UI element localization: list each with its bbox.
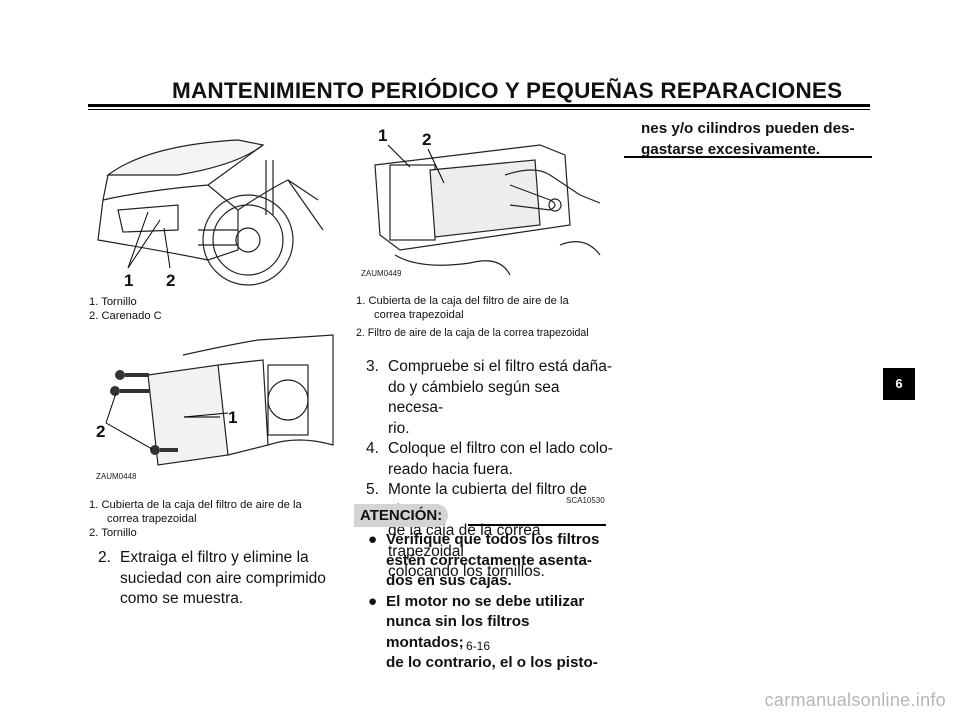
fig1-caption: 1. Tornillo 2. Carenado C: [89, 295, 162, 323]
step-3-line-2: do y cámbielo según sea necesa-: [388, 378, 560, 417]
bullet-1-line-3: dos en sus cajas.: [386, 572, 512, 589]
fig2-caption-1-cont: correa trapezoidal: [107, 513, 197, 525]
fig2-callout-2: 2: [96, 422, 105, 441]
notice-code: SCA10530: [566, 496, 605, 505]
figure-filter-cover: 2 1: [96, 334, 334, 466]
col3-end-rule: [624, 156, 872, 158]
step-4-line-2: reado hacia fuera.: [388, 460, 513, 478]
fig3-caption-1: 1. Cubierta de la caja del filtro de air…: [356, 295, 569, 307]
fig3-callout-2: 2: [422, 130, 431, 149]
step-2-line-1: Extraiga el filtro y elimine la: [120, 549, 309, 566]
fig1-callout-2: 2: [166, 271, 175, 290]
figure-air-filter: 1 2: [374, 126, 601, 276]
fig1-caption-2: 2. Carenado C: [89, 310, 162, 322]
bullet-icon: ●: [368, 592, 378, 610]
notice-badge: ATENCIÓN:: [354, 504, 448, 527]
fig2-caption: 1. Cubierta de la caja del filtro de air…: [89, 498, 339, 540]
chapter-tab: 6: [883, 368, 915, 400]
watermark: carmanualsonline.info: [764, 690, 946, 710]
step-5-number: 5.: [366, 481, 379, 498]
step-2-number: 2.: [98, 549, 111, 566]
bullet-2-line-1: El motor no se debe utilizar: [386, 592, 585, 610]
fig2-caption-1: 1. Cubierta de la caja del filtro de air…: [89, 499, 302, 511]
bullet-1-line-2: estén correctamente asenta-: [386, 551, 592, 569]
fig2-callout-1: 1: [228, 408, 237, 427]
step-4-line-1: Coloque el filtro con el lado colo-: [388, 440, 613, 457]
header-rule-thick: [88, 104, 870, 107]
fig3-callout-1: 1: [378, 126, 387, 145]
bullet-2-line-3: de lo contrario, el o los pisto-: [386, 654, 598, 671]
col3-line-2: gastarse excesivamente.: [641, 140, 820, 158]
header-rule-thin: [88, 109, 870, 110]
fig2-image-code: ZAUM0448: [96, 472, 137, 481]
col3-line-1: nes y/o cilindros pueden des-: [641, 120, 855, 137]
bullet-2-line-2: nunca sin los filtros montados;: [386, 613, 530, 651]
col3-continuation: nes y/o cilindros pueden des- gastarse e…: [641, 119, 873, 160]
step-2: 2. Extraiga el filtro y elimine la sucied…: [98, 548, 340, 610]
notice-bullets: ● Verifique que todos los filtros estén c…: [368, 530, 608, 674]
page-number: 6-16: [466, 639, 491, 653]
step-3-number: 3.: [366, 358, 379, 375]
figure-scooter-side: 1 2: [97, 139, 324, 290]
fig1-caption-1: 1. Tornillo: [89, 296, 137, 308]
fig3-caption-2: 2. Filtro de aire de la caja de la corre…: [356, 327, 589, 339]
step-3-line-1: Compruebe si el filtro está daña-: [388, 358, 613, 375]
step-4-number: 4.: [366, 440, 379, 457]
fig2-caption-2: 2. Tornillo: [89, 527, 137, 539]
step-5-line-3: colocando los tornillos.: [388, 563, 545, 580]
fig3-image-code: ZAUM0449: [361, 269, 402, 278]
bullet-icon: ●: [368, 531, 378, 548]
fig3-caption-1-cont: correa trapezoidal: [374, 309, 464, 321]
page-header-title: MANTENIMIENTO PERIÓDICO Y PEQUEÑAS REPAR…: [172, 78, 843, 103]
step-2-line-2: suciedad con aire comprimido: [120, 569, 326, 587]
bullet-1-line-1: Verifique que todos los filtros: [386, 531, 600, 548]
step-2-line-3: como se muestra.: [120, 590, 244, 607]
step-3-line-3: rio.: [388, 419, 410, 437]
notice-rule: [468, 524, 606, 526]
fig3-caption: 1. Cubierta de la caja del filtro de air…: [356, 294, 608, 340]
fig1-callout-1: 1: [124, 271, 133, 290]
